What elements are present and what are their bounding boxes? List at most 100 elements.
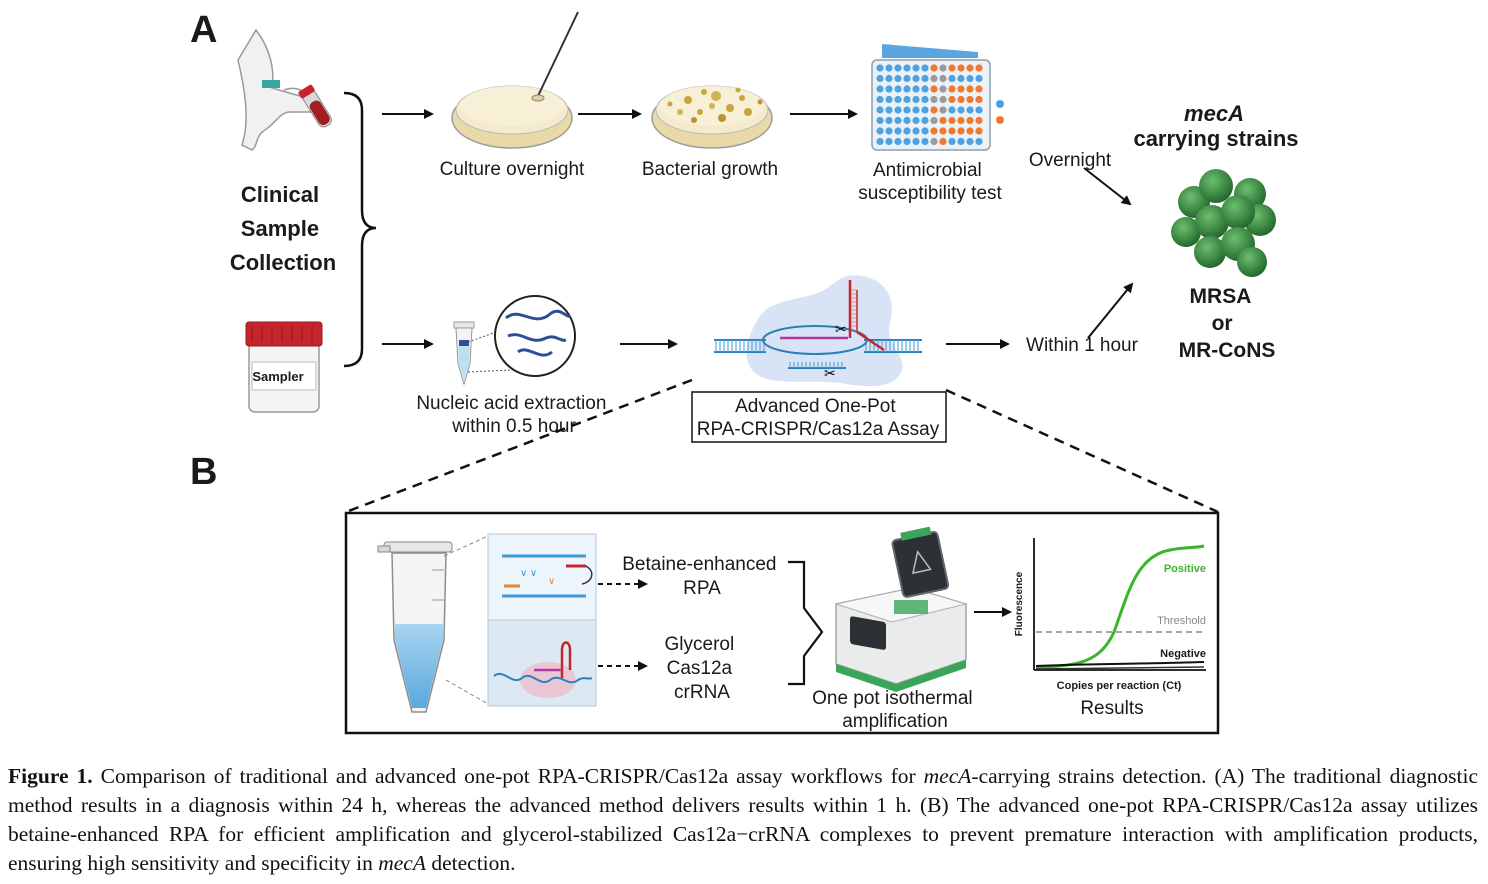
well xyxy=(948,106,956,114)
well xyxy=(966,74,974,83)
assay-line: RPA-CRISPR/Cas12a Assay xyxy=(697,419,940,440)
reaction-tube-icon xyxy=(377,535,489,713)
well xyxy=(975,127,983,135)
title-line: Collection xyxy=(230,250,336,275)
well xyxy=(885,137,893,146)
svg-text:∨ ∨: ∨ ∨ xyxy=(520,568,537,579)
well xyxy=(957,85,965,93)
well xyxy=(930,95,938,104)
well xyxy=(876,95,884,104)
positive-curve xyxy=(1035,544,1205,669)
well xyxy=(975,95,983,104)
well xyxy=(930,85,938,93)
assay-label-box xyxy=(691,391,947,443)
carrying-strains-label: carrying strains xyxy=(1133,126,1298,151)
cas-line: Glycerol xyxy=(665,634,735,655)
well xyxy=(885,116,893,125)
well xyxy=(975,85,983,93)
well xyxy=(939,74,947,83)
cas-line: crRNA xyxy=(674,682,730,703)
well xyxy=(921,74,929,83)
bacterial-growth-label: Bacterial growth xyxy=(642,159,778,180)
graph-xlabel: Copies per reaction (Ct) xyxy=(1057,680,1182,692)
well xyxy=(930,127,938,135)
well xyxy=(903,137,911,146)
well xyxy=(876,116,884,125)
assay-line: Advanced One-Pot xyxy=(735,396,896,417)
well xyxy=(966,85,974,93)
well xyxy=(894,137,902,146)
well xyxy=(876,137,884,146)
well xyxy=(894,64,902,72)
well xyxy=(885,64,893,72)
well xyxy=(876,85,884,93)
arm-blood-draw-icon xyxy=(237,28,332,151)
well xyxy=(894,95,902,104)
well xyxy=(921,137,929,146)
well xyxy=(948,74,956,83)
petri-dish-growth-icon xyxy=(651,85,773,149)
well xyxy=(939,106,947,114)
ast-line: Antimicrobial xyxy=(873,160,982,181)
well xyxy=(894,85,902,93)
bracket xyxy=(788,560,824,686)
well xyxy=(975,137,983,146)
well xyxy=(957,106,965,114)
well xyxy=(894,127,902,135)
ast-line: susceptibility test xyxy=(858,183,1002,204)
extraction-label: Nucleic acid extraction within 0.5 hour xyxy=(416,393,611,437)
arrow xyxy=(1083,167,1132,206)
caption-text: detection. xyxy=(425,851,516,875)
isothermal-machine-icon xyxy=(834,526,968,692)
well xyxy=(966,106,974,114)
well xyxy=(876,127,884,135)
well xyxy=(957,74,965,83)
well xyxy=(939,127,947,135)
panel-b-label: B xyxy=(190,451,217,493)
machine-line: One pot isothermal xyxy=(812,688,973,709)
caption-gene: mecA xyxy=(378,851,426,875)
well xyxy=(930,137,938,146)
well xyxy=(903,95,911,104)
well xyxy=(912,74,920,83)
well xyxy=(903,106,911,114)
well xyxy=(930,116,938,125)
title-line: Clinical xyxy=(241,182,319,207)
figure-caption: Figure 1. Comparison of traditional and … xyxy=(8,762,1478,878)
well xyxy=(903,127,911,135)
extraction-line: within 0.5 hour xyxy=(451,416,576,437)
negative-curve xyxy=(1035,661,1205,667)
caption-gene: mecA xyxy=(923,764,972,788)
well xyxy=(903,116,911,125)
threshold-label: Threshold xyxy=(1157,615,1206,627)
caption-label: Figure 1. xyxy=(8,764,93,788)
rpa-line: Betaine-enhanced xyxy=(622,554,776,575)
result-line: or xyxy=(1212,312,1233,335)
well xyxy=(921,95,929,104)
zoom-line xyxy=(945,388,1219,514)
bacteria-cluster-icon xyxy=(1171,169,1276,277)
negative-label: Negative xyxy=(1160,648,1206,660)
well xyxy=(903,64,911,72)
well xyxy=(912,106,920,114)
well xyxy=(939,95,947,104)
scissors-icon: ✂ xyxy=(824,367,836,382)
scissors-icon: ✂ xyxy=(835,323,847,338)
well xyxy=(939,137,947,146)
cas-label: Glycerol Cas12a crRNA xyxy=(665,634,740,703)
figure-1: A Clinical Sample Collection Sampler xyxy=(190,9,1299,735)
well xyxy=(966,95,974,104)
well xyxy=(939,116,947,125)
well xyxy=(894,116,902,125)
machine-line: amplification xyxy=(842,711,948,732)
ast-label: Antimicrobial susceptibility test xyxy=(858,160,1002,204)
well xyxy=(912,116,920,125)
well xyxy=(948,85,956,93)
well xyxy=(930,74,938,83)
well xyxy=(966,116,974,125)
sampler-jar-icon xyxy=(245,321,323,413)
results-title: Results xyxy=(1080,698,1143,719)
bracket xyxy=(343,91,377,368)
well xyxy=(912,137,920,146)
results-graph: Fluorescence Copies per reaction (Ct) Po… xyxy=(1014,538,1206,719)
